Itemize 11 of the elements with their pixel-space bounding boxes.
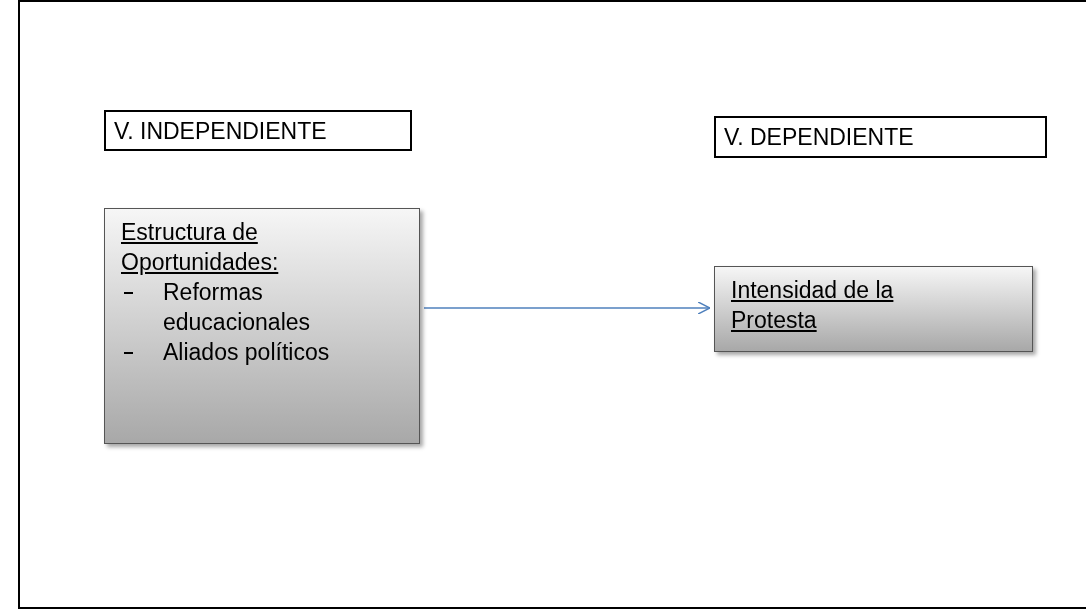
gradient-box — [104, 208, 420, 444]
heading-text: Intensidad de la Protesta — [731, 276, 895, 335]
label-box — [714, 116, 1047, 158]
gradient-box — [714, 266, 1033, 352]
variable-label: V. DEPENDIENTE — [724, 124, 914, 150]
list-item: Aliados políticos — [163, 339, 330, 365]
variable-label: V. INDEPENDIENTE — [114, 118, 327, 144]
heading-text: Estructura de Oportunidades: — [121, 218, 280, 277]
arrow — [423, 301, 711, 315]
list-item: Reformas educacionales — [163, 279, 311, 335]
label-box — [104, 110, 412, 151]
